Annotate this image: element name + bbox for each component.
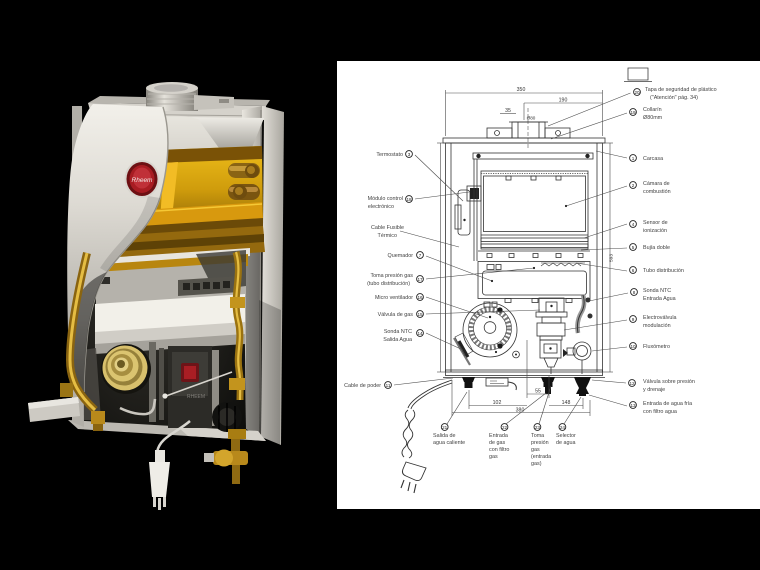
svg-text:55: 55 xyxy=(535,389,541,395)
svg-text:modulación: modulación xyxy=(643,323,671,329)
svg-text:Salida Agua: Salida Agua xyxy=(383,337,412,343)
svg-text:Termostato: Termostato xyxy=(376,152,403,158)
svg-text:con filtro: con filtro xyxy=(489,447,509,453)
svg-text:Bujía doble: Bujía doble xyxy=(643,245,670,251)
svg-text:12: 12 xyxy=(629,381,635,386)
svg-text:ionización: ionización xyxy=(643,228,667,234)
svg-text:Tubo distribución: Tubo distribución xyxy=(643,268,684,274)
svg-text:Selector: Selector xyxy=(556,433,576,439)
svg-text:18: 18 xyxy=(406,197,412,202)
svg-text:11: 11 xyxy=(386,383,391,388)
svg-text:7: 7 xyxy=(419,253,422,258)
svg-text:Sonda NTC: Sonda NTC xyxy=(384,329,412,335)
svg-text:Ø80mm: Ø80mm xyxy=(643,115,663,121)
svg-text:Collarín: Collarín xyxy=(643,107,662,113)
svg-text:13: 13 xyxy=(630,403,636,408)
svg-text:combustión: combustión xyxy=(643,189,671,195)
svg-text:5: 5 xyxy=(632,245,635,250)
svg-text:17: 17 xyxy=(417,277,423,282)
svg-text:14: 14 xyxy=(417,331,423,336)
svg-text:2: 2 xyxy=(632,183,635,188)
svg-text:RHEEM: RHEEM xyxy=(187,394,205,400)
svg-text:3: 3 xyxy=(408,152,411,157)
svg-text:22: 22 xyxy=(502,425,508,430)
svg-text:593: 593 xyxy=(609,254,615,262)
svg-text:presión: presión xyxy=(531,440,549,446)
svg-text:Ø80: Ø80 xyxy=(527,116,536,121)
svg-text:Cable de poder: Cable de poder xyxy=(344,383,381,389)
svg-text:Térmico: Térmico xyxy=(378,233,397,239)
svg-text:gas: gas xyxy=(531,447,540,453)
svg-text:4: 4 xyxy=(632,222,635,227)
svg-text:(entrada: (entrada xyxy=(531,454,551,460)
svg-text:380: 380 xyxy=(516,408,525,414)
svg-text:("Atención" pág. 34): ("Atención" pág. 34) xyxy=(650,95,698,101)
svg-text:de gas: de gas xyxy=(489,440,505,446)
svg-text:Válvula de gas: Válvula de gas xyxy=(378,312,414,318)
svg-text:10: 10 xyxy=(630,344,636,349)
svg-text:20: 20 xyxy=(634,90,640,95)
svg-text:Toma presión gas: Toma presión gas xyxy=(370,273,413,279)
svg-text:Cable Fusible: Cable Fusible xyxy=(371,225,404,231)
svg-text:gas: gas xyxy=(489,454,498,460)
svg-text:19: 19 xyxy=(630,110,636,115)
svg-text:electrónico: electrónico xyxy=(368,204,394,210)
svg-text:1: 1 xyxy=(632,156,635,161)
svg-text:Sensor de: Sensor de xyxy=(643,220,668,226)
svg-text:(tubo distribución): (tubo distribución) xyxy=(367,281,410,287)
svg-text:35: 35 xyxy=(505,108,511,114)
svg-text:y drenaje: y drenaje xyxy=(643,387,665,393)
svg-text:Entrada Agua: Entrada Agua xyxy=(643,296,676,302)
svg-text:Cámara de: Cámara de xyxy=(643,181,670,187)
svg-text:Electroválvula: Electroválvula xyxy=(643,315,677,321)
svg-text:Entrada: Entrada xyxy=(489,433,508,439)
svg-text:Toma: Toma xyxy=(531,433,544,439)
svg-text:Quemador: Quemador xyxy=(388,253,414,259)
svg-text:350: 350 xyxy=(517,87,526,93)
svg-text:Tapa de seguridad de plástico: Tapa de seguridad de plástico xyxy=(645,87,717,93)
svg-text:Entrada de agua fría: Entrada de agua fría xyxy=(643,401,692,407)
svg-text:6: 6 xyxy=(632,268,635,273)
svg-text:21: 21 xyxy=(442,425,448,430)
svg-text:gas): gas) xyxy=(531,461,542,467)
svg-text:23: 23 xyxy=(535,425,541,430)
svg-text:16: 16 xyxy=(417,295,423,300)
svg-text:Sonda NTC: Sonda NTC xyxy=(643,288,671,294)
svg-text:15: 15 xyxy=(417,312,423,317)
svg-text:24: 24 xyxy=(560,425,566,430)
svg-text:Fluxómetro: Fluxómetro xyxy=(643,344,670,350)
svg-text:102: 102 xyxy=(493,400,502,406)
svg-text:Carcasa: Carcasa xyxy=(643,156,663,162)
svg-text:con filtro agua: con filtro agua xyxy=(643,409,677,415)
svg-text:8: 8 xyxy=(633,290,636,295)
svg-text:Micro ventilador: Micro ventilador xyxy=(375,295,413,301)
svg-text:9: 9 xyxy=(632,317,635,322)
svg-text:148: 148 xyxy=(562,400,571,406)
svg-text:Rheem: Rheem xyxy=(132,177,154,184)
svg-text:Válvula sobre presión: Válvula sobre presión xyxy=(643,379,695,385)
svg-text:Módulo control: Módulo control xyxy=(368,196,403,202)
svg-text:de agua: de agua xyxy=(556,440,576,446)
svg-text:190: 190 xyxy=(559,98,568,104)
svg-text:Salida de: Salida de xyxy=(433,433,455,439)
svg-text:agua caliente: agua caliente xyxy=(433,440,465,446)
